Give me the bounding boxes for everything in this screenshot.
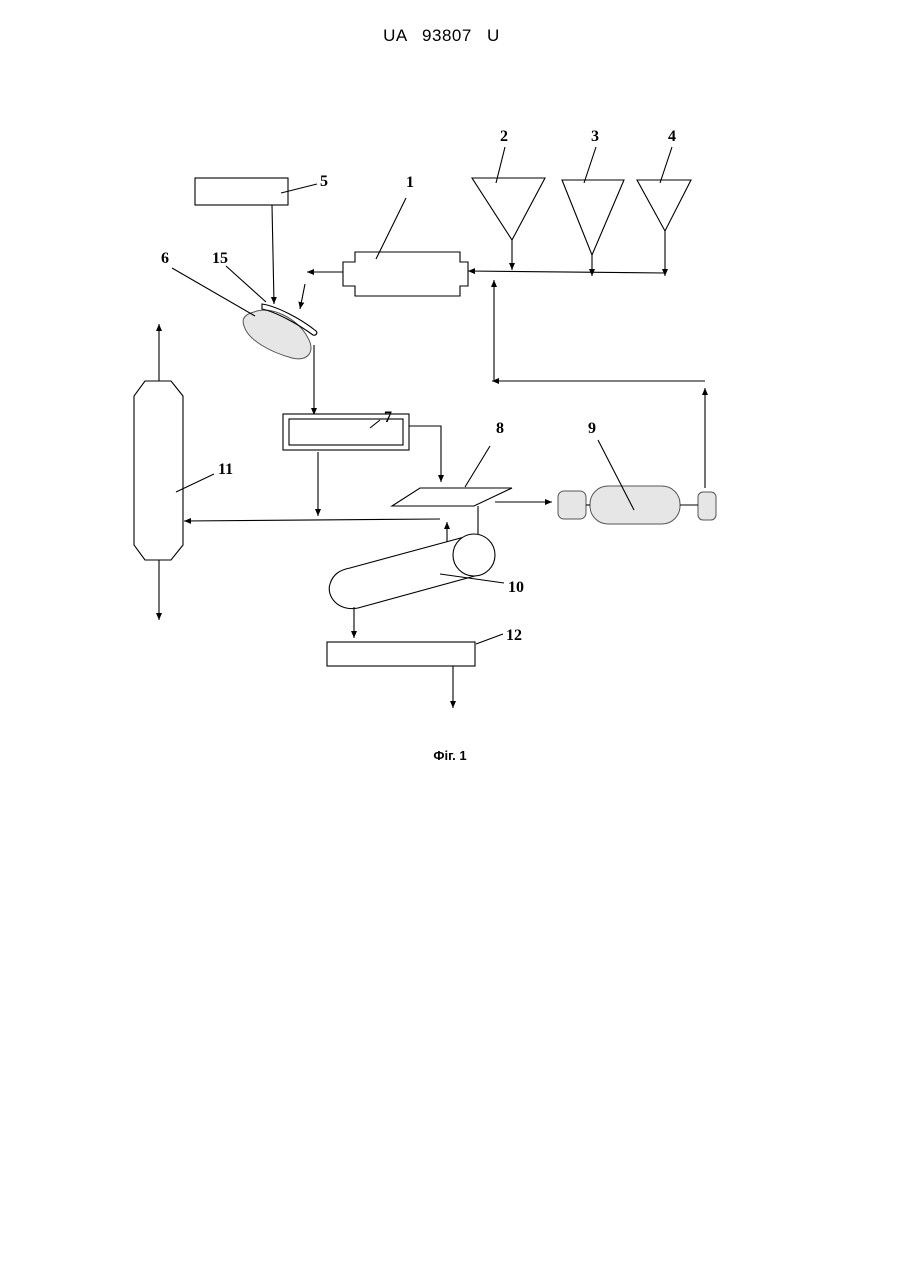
unit-5 [195, 178, 288, 205]
label-7: 7 [384, 409, 392, 426]
label-8: 8 [496, 420, 504, 437]
unit-12 [327, 642, 475, 666]
label-11: 11 [218, 461, 233, 478]
label-15: 15 [212, 250, 228, 267]
label-4: 4 [668, 128, 676, 145]
label-9: 9 [588, 420, 596, 437]
hopper-3 [562, 180, 624, 255]
mixer-1 [343, 252, 468, 296]
label-3: 3 [591, 128, 599, 145]
label-5: 5 [320, 173, 328, 190]
crusher-9 [558, 486, 716, 524]
hopper-2 [472, 178, 545, 240]
screen-8 [392, 488, 512, 506]
label-1: 1 [406, 174, 414, 191]
label-12: 12 [506, 627, 522, 644]
hopper-4 [637, 180, 691, 231]
process-flow-diagram: 1 2 3 4 5 6 15 7 8 9 10 11 12 Фіг. 1 [0, 0, 901, 800]
label-6: 6 [161, 250, 169, 267]
label-2: 2 [500, 128, 508, 145]
granulator-6 [243, 310, 311, 359]
column-11 [134, 381, 183, 560]
feed-collector-line [468, 271, 665, 273]
label-10: 10 [508, 579, 524, 596]
cooler-10 [329, 534, 495, 609]
figure-caption: Фіг. 1 [433, 748, 466, 763]
